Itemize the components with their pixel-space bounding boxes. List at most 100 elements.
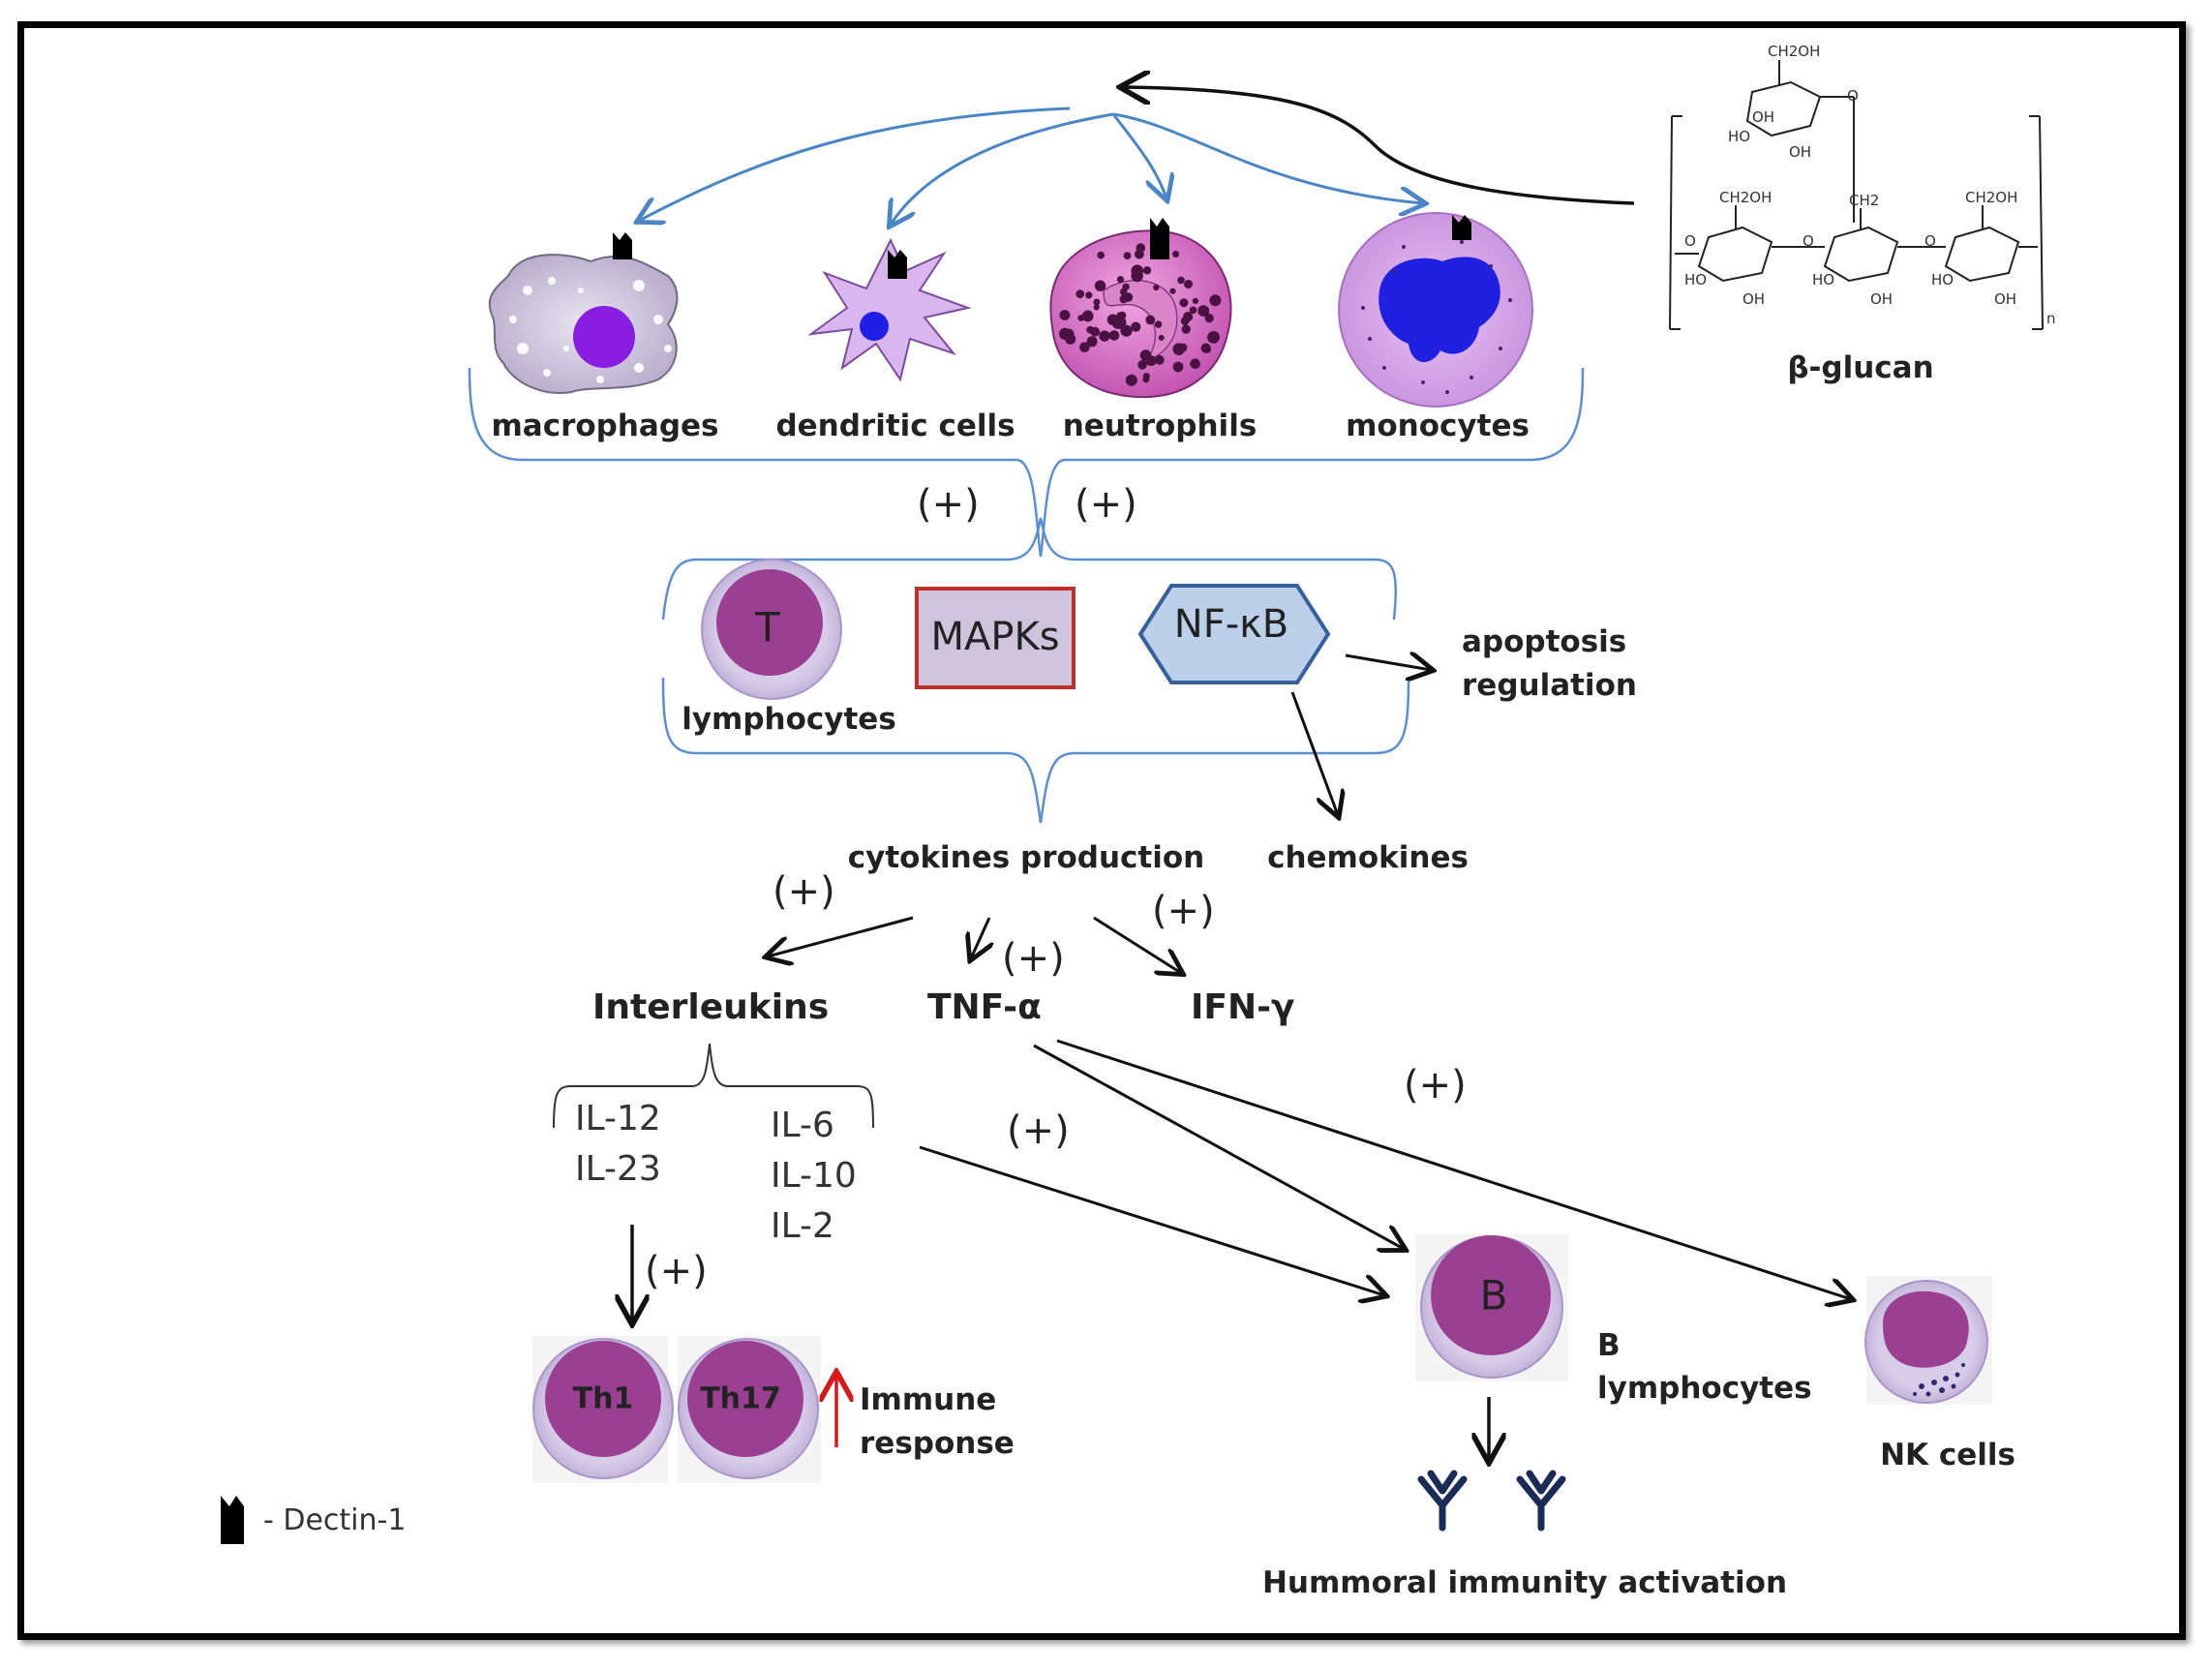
neutrophil-granule (1154, 320, 1163, 328)
cytokines-production-label: cytokines production (847, 840, 1205, 875)
neutrophil-granule (1169, 288, 1176, 294)
chem-ch2-mid: CH2 (1849, 192, 1880, 209)
chem-oh-2: OH (1789, 143, 1812, 161)
chem-oh-5: OH (1994, 290, 2017, 308)
il-to-b-arrow (919, 1145, 1384, 1295)
neutrophil-granule (1076, 289, 1085, 299)
plus-label-right: (+) (1075, 482, 1137, 527)
b-lymphocytes-line1: B (1597, 1328, 1621, 1363)
neutrophil-granule (1184, 280, 1193, 288)
chem-ho-4: HO (1931, 271, 1954, 288)
neutrophil-granule (1131, 321, 1141, 332)
neutrophils-label: neutrophils (1062, 409, 1258, 443)
apoptosis-label-line2: regulation (1462, 668, 1637, 703)
cytokines-to-interleukins-arrow (768, 916, 914, 956)
neutrophil-granule (1172, 251, 1180, 258)
chem-o-1: O (1847, 87, 1859, 105)
neutrophil-granule (1142, 376, 1150, 383)
tnf-to-b-arrow (1033, 1044, 1404, 1249)
neutrophil-granule (1093, 298, 1101, 306)
neutrophil-granule (1085, 291, 1093, 299)
chem-ho-1: HO (1728, 128, 1751, 145)
interleukins-bracket (553, 1043, 874, 1129)
tnf-alpha-label: TNF-α (927, 987, 1042, 1027)
neutrophil-granule (1179, 298, 1189, 308)
t-letter: T (755, 603, 780, 652)
neutrophil-granule (1142, 266, 1152, 275)
cells-bracket (468, 367, 1585, 558)
plus-il-to-b: (+) (1007, 1108, 1070, 1153)
chem-ho-3: HO (1812, 271, 1835, 288)
legend-dectin-1-icon (221, 1496, 244, 1544)
apoptosis-label-line1: apoptosis (1462, 624, 1627, 659)
beta-glucan-structure (1669, 60, 2044, 330)
neutrophil-granule (1172, 361, 1184, 373)
chem-o-4: O (1924, 232, 1936, 250)
glucan-to-cells-arrow (1123, 87, 1635, 205)
neutrophil-granule (1181, 324, 1191, 334)
plus-tnf-to-nk: (+) (1404, 1063, 1467, 1108)
b-lymphocytes-line2: lymphocytes (1597, 1371, 1812, 1406)
th17-label: Th17 (700, 1381, 781, 1416)
middle-bottom-bracket (661, 677, 1410, 824)
plus-interleukins: (+) (773, 869, 835, 914)
immune-response-line2: response (860, 1426, 1015, 1461)
nfkb-label: NF-κB (1173, 602, 1289, 647)
neutrophil-granule (1094, 280, 1106, 291)
cytokines-to-ifn-arrow (1093, 916, 1181, 973)
neutrophil-granule (1093, 304, 1100, 311)
neutrophil-granule (1189, 306, 1197, 315)
tnf-to-nk-arrow (1056, 1039, 1851, 1299)
nk-cells-label: NK cells (1880, 1438, 2015, 1472)
neutrophil-granule (1183, 312, 1194, 322)
t-lymphocyte-icon (701, 559, 842, 700)
neutrophil-granule (1204, 314, 1214, 323)
beta-glucan-label: β-glucan (1787, 350, 1934, 385)
dendritic-cells-label: dendritic cells (775, 409, 1015, 443)
neutrophil-granule (1122, 283, 1130, 290)
neutrophil-granule (1113, 316, 1127, 329)
neutrophil-granule (1207, 331, 1220, 344)
mapks-box (915, 587, 1076, 689)
neutrophil-granule (1200, 307, 1208, 315)
ifn-gamma-label: IFN-γ (1191, 987, 1295, 1027)
b-letter: B (1479, 1271, 1508, 1320)
neutrophil-granule (1086, 336, 1098, 348)
macrophages-label: macrophages (491, 409, 719, 443)
neutrophil-granule (1153, 284, 1160, 291)
plus-label-left: (+) (917, 482, 980, 527)
dectin-1-receptor-icons (613, 215, 1471, 279)
monocyte-cell-icon (1338, 212, 1533, 408)
neutrophil-granule (1145, 315, 1156, 325)
figure-frame (17, 21, 2186, 1640)
neutrophil-granule (1192, 297, 1198, 304)
th1-cell-icon (532, 1336, 674, 1483)
middle-top-bracket (661, 517, 1398, 621)
neutrophil-cell-icon (1049, 229, 1232, 399)
il-2-label: IL-2 (771, 1206, 834, 1246)
neutrophil-granule (1081, 310, 1094, 322)
chem-ch2oh-right: CH2OH (1965, 189, 2018, 206)
neutrophil-granule (1203, 346, 1211, 353)
neutrophil-granule (1136, 243, 1146, 253)
neutrophil-granule (1090, 326, 1101, 337)
chem-oh-4: OH (1870, 290, 1894, 308)
neutrophil-granule (1209, 294, 1222, 307)
neutrophil-granule (1178, 343, 1188, 352)
neutrophil-granule (1125, 374, 1137, 386)
chem-ch2oh-left: CH2OH (1719, 189, 1773, 206)
humoral-immunity-label: Hummoral immunity activation (1261, 1565, 1788, 1600)
il-6-label: IL-6 (771, 1106, 834, 1145)
neutrophil-granule (1139, 349, 1152, 361)
th17-cell-icon (678, 1336, 821, 1483)
lymphocytes-label: lymphocytes (682, 702, 896, 737)
il-23-label: IL-23 (575, 1149, 661, 1189)
neutrophil-granule (1079, 342, 1090, 353)
neutrophil-granule (1059, 310, 1071, 320)
chem-ch2oh-top: CH2OH (1768, 43, 1821, 60)
chem-n: n (2046, 310, 2056, 327)
neutrophil-granule (1119, 294, 1129, 304)
neutrophil-granule (1116, 276, 1125, 284)
nfkb-to-apoptosis-arrow (1345, 655, 1431, 670)
